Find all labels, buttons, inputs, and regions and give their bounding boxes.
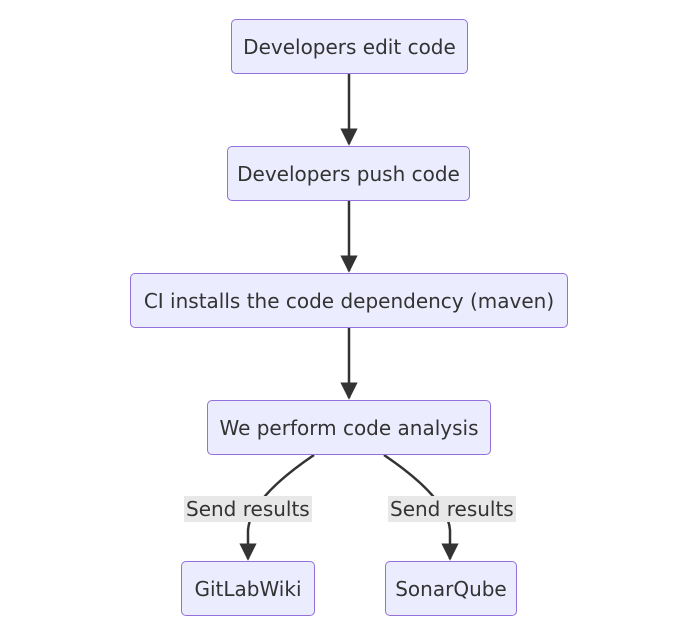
edge-label-send-results-gitlab: Send results [184,496,312,522]
node-code-analysis: We perform code analysis [207,400,491,455]
edge-analysis-to-sonar [383,453,459,561]
edge-analysis-to-gitlab [239,453,315,561]
node-ci-installs-dependency: CI installs the code dependency (maven) [130,273,568,328]
node-developers-edit-code: Developers edit code [231,19,468,74]
node-sonarqube: SonarQube [385,561,517,616]
node-gitlabwiki: GitLabWiki [181,561,315,616]
node-developers-push-code: Developers push code [227,146,470,201]
edge-label-send-results-sonar: Send results [388,496,516,522]
